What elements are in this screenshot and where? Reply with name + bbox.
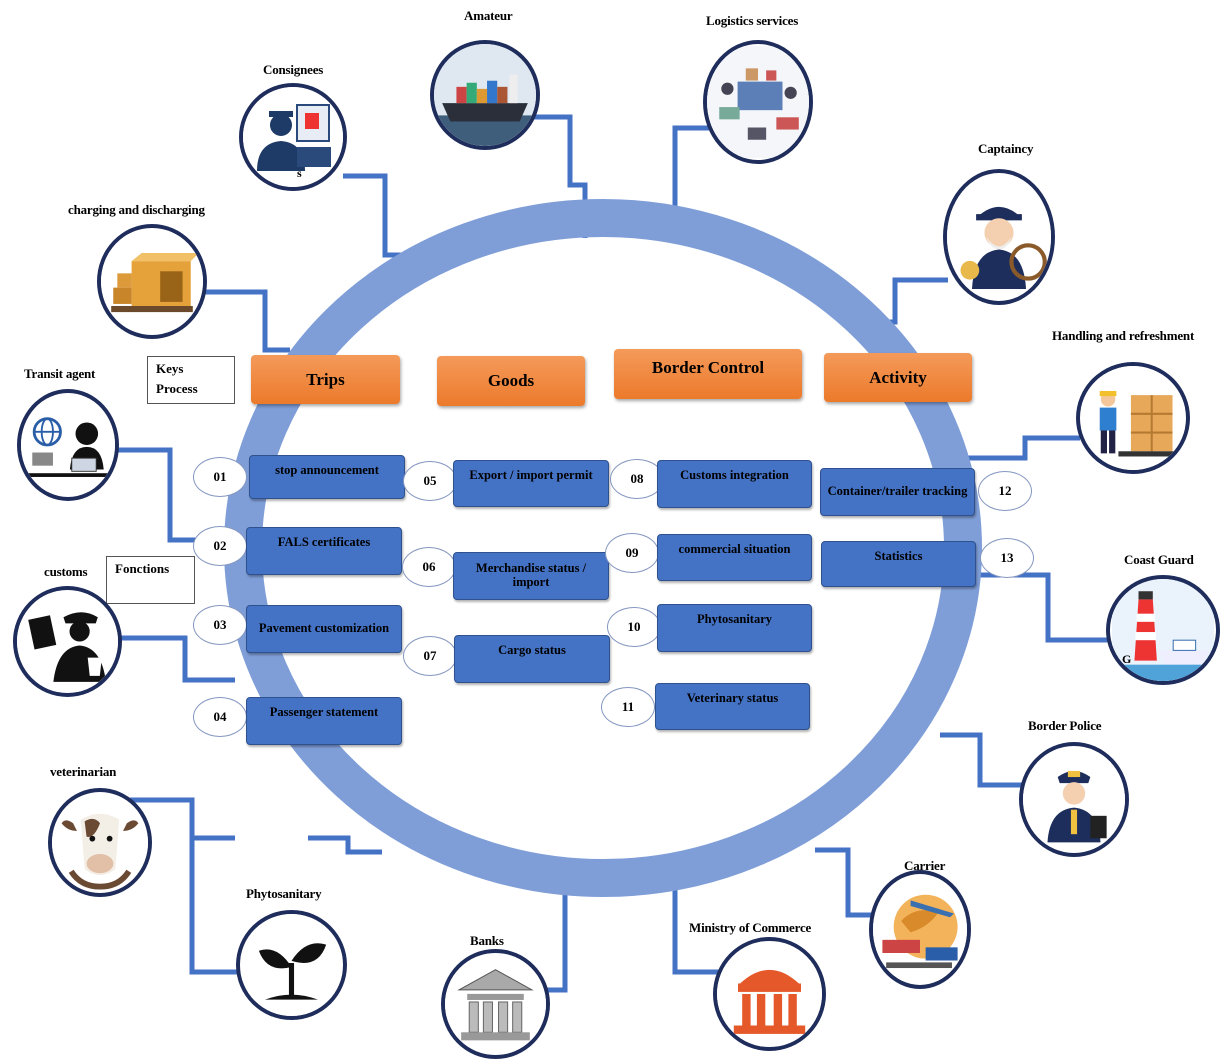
category-border-control: Border Control [614,349,802,399]
connector-coast [978,572,1112,643]
label-transit-agent: Transit agent [24,366,96,381]
legend-functions-label: Fonctions [115,561,170,576]
number-badge: 04 [193,697,247,737]
number-badge: 07 [403,636,457,676]
lighthouse-boat-icon [1106,575,1220,685]
officer-document-icon [239,83,347,191]
label-handling: Handling and refreshment [1052,328,1195,343]
label-ministry: Ministry of Commerce [689,920,812,935]
connector-veterinarian [130,797,235,841]
function-fals-certificates: FALS certificates [246,527,402,575]
connector-consignees [343,173,420,258]
function-export-import-permit: Export / import permit [453,460,609,507]
label-consignees: Consignees [263,62,324,77]
police-officer-icon [1019,742,1129,857]
connector-veterinarian-2 [308,835,382,855]
captain-icon [943,169,1055,305]
category-trips: Trips [251,355,400,404]
function-pavement-customization: Pavement customization [246,605,402,653]
bank-icon [441,949,550,1059]
function-phytosanitary: Phytosanitary [657,604,812,652]
function-commercial-situation: commercial situation [657,534,812,581]
legend-keys-process: Keys Process [147,356,235,404]
coast-guard-icon-letter: G [1122,652,1132,666]
transport-globe-icon [869,870,971,989]
number-badge: 06 [402,547,456,587]
function-merchandise-status: Merchandise status / import [453,552,609,600]
label-banks: Banks [470,933,504,948]
label-customs: customs [44,564,88,579]
label-charging: charging and discharging [68,202,205,217]
legend-keys-line1: Keys [156,361,184,376]
function-veterinary-status: Veterinary status [655,683,810,730]
number-badge: 08 [610,459,664,499]
legend-functions: Fonctions [106,556,195,604]
function-statistics: Statistics [821,541,976,587]
number-badge: 01 [193,457,247,497]
number-badge: 13 [980,538,1034,578]
connector-phyto [189,838,240,975]
boxes-icon [97,224,207,339]
function-container-tracking: Container/trailer tracking [820,468,975,516]
function-stop-announcement: stop announcement [249,455,405,499]
connector-lines [118,114,1112,993]
number-badge: 10 [607,607,661,647]
number-badge: 09 [605,533,659,573]
number-badge: 05 [403,461,457,501]
number-badge: 02 [193,526,247,566]
label-phytosanitary: Phytosanitary [246,886,322,901]
globe-agent-icon [17,389,119,501]
connector-customs [118,635,235,683]
legend-keys-line2: Process [156,381,198,396]
connector-ministry [672,890,720,975]
label-carrier: Carrier [904,858,946,873]
cow-icon [48,788,152,897]
customs-officer-icon [13,586,122,697]
function-passenger-statement: Passenger statement [246,697,402,745]
sprout-icon [236,910,347,1020]
number-badge: 11 [601,687,655,727]
consignees-icon-letter: s [297,166,302,180]
label-logistics-services: Logistics services [706,13,799,28]
number-badge: 12 [978,471,1032,511]
connector-police [940,732,1030,788]
commerce-building-icon [713,937,826,1051]
label-border-police: Border Police [1028,718,1102,733]
connector-charging [198,289,290,353]
logistics-icon [703,40,813,164]
pallet-worker-icon [1076,362,1190,474]
connector-carrier [815,847,872,918]
label-captaincy: Captaincy [978,141,1034,156]
function-customs-integration: Customs integration [657,460,812,508]
category-activity: Activity [824,353,972,402]
connector-banks [545,880,568,993]
label-amateur: Amateur [464,8,513,23]
number-badge: 03 [193,605,247,645]
function-cargo-status: Cargo status [454,635,610,683]
ship-icon [430,40,540,150]
connector-handling [965,435,1080,461]
label-veterinarian: veterinarian [50,764,117,779]
category-goods: Goods [437,356,585,406]
label-coast-guard: Coast Guard [1124,552,1194,567]
